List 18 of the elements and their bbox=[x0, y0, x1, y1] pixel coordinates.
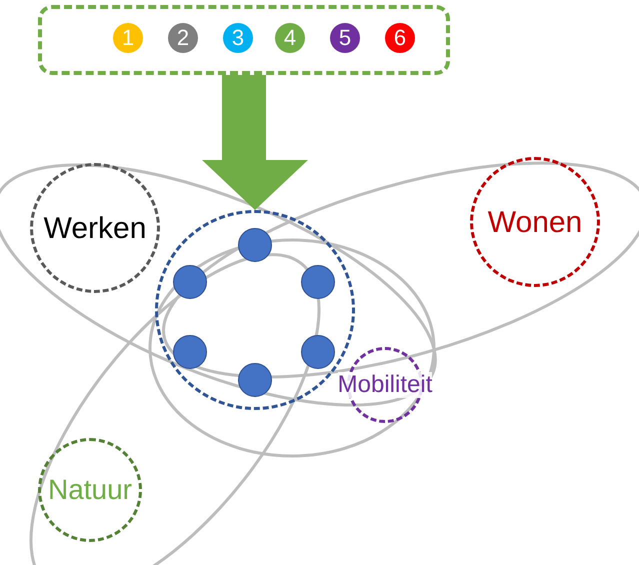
arrow bbox=[202, 75, 308, 210]
number-marker: 3 bbox=[223, 23, 253, 53]
dot-marker bbox=[173, 335, 207, 369]
number-marker: 6 bbox=[385, 23, 415, 53]
dashed-circle bbox=[38, 438, 142, 542]
dot-marker bbox=[173, 265, 207, 299]
dashed-group-box bbox=[38, 5, 450, 75]
number-marker: 1 bbox=[113, 23, 143, 53]
dot-marker bbox=[238, 228, 272, 262]
number-marker: 2 bbox=[168, 23, 198, 53]
dot-marker bbox=[301, 335, 335, 369]
circle-label: Mobiliteit bbox=[338, 372, 432, 398]
number-marker: 5 bbox=[330, 23, 360, 53]
dashed-circle bbox=[470, 157, 600, 287]
dashed-circle bbox=[30, 163, 160, 293]
dot-marker bbox=[238, 363, 272, 397]
dot-marker bbox=[301, 265, 335, 299]
number-marker: 4 bbox=[275, 23, 305, 53]
